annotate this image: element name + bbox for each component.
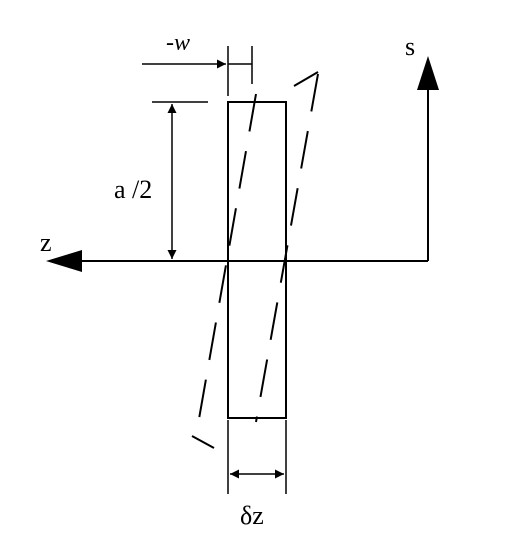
deformed-plate-right-edge: [255, 73, 319, 423]
shift-label: -w: [166, 30, 190, 56]
deformed-plate-bottom-edge: [191, 435, 215, 449]
s-axis-label: s: [405, 32, 415, 61]
thickness-label: δz: [240, 501, 264, 530]
half-width-label: a /2: [114, 175, 152, 204]
z-axis-arrowhead: [46, 250, 82, 272]
s-axis-arrowhead: [417, 56, 439, 90]
deformed-plate-top-edge: [293, 71, 319, 87]
deformed-plate-left-edge: [195, 93, 257, 437]
z-axis-label: z: [40, 228, 52, 257]
